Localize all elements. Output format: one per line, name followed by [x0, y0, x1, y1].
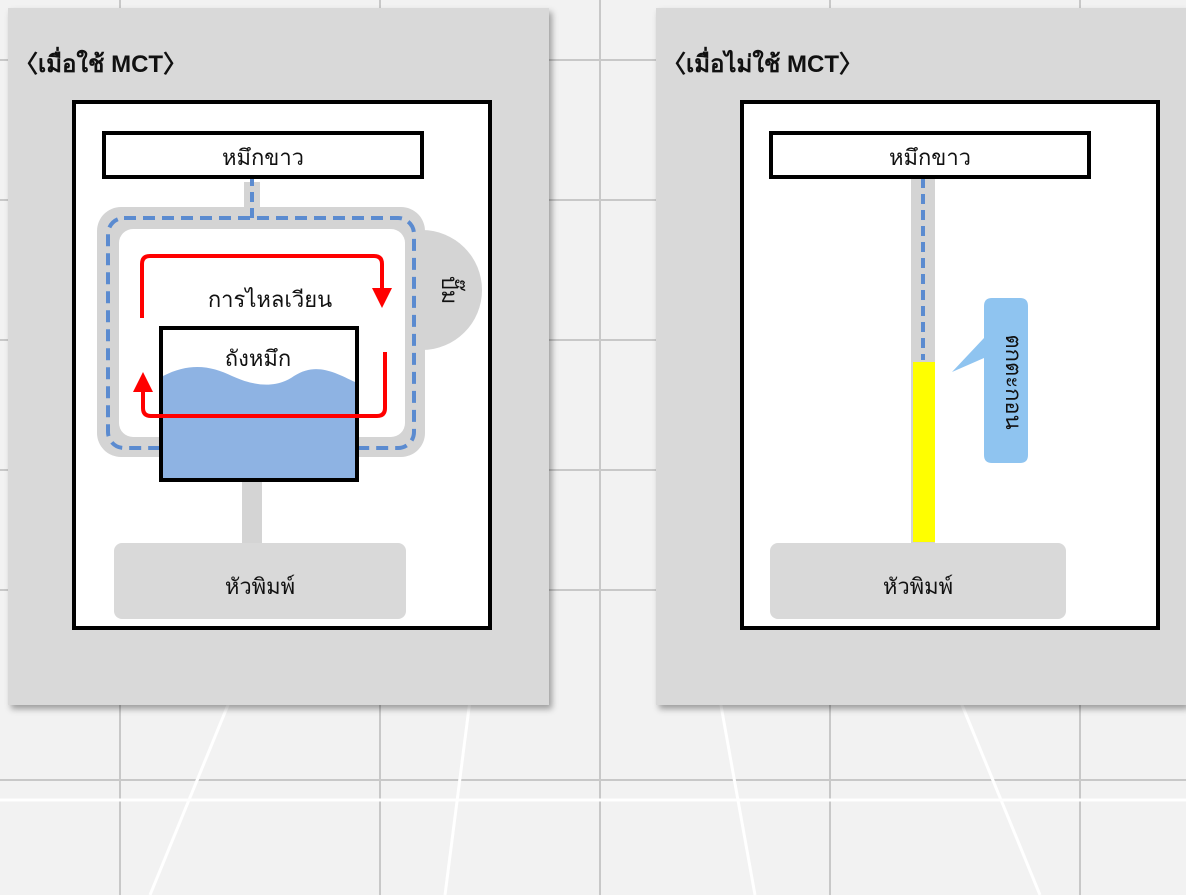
circulation-arrowhead-down — [372, 288, 392, 308]
circulation-arrowhead-up — [133, 372, 153, 392]
sediment-deposit — [913, 362, 935, 542]
diagram-frame — [740, 100, 1160, 630]
print-head — [770, 543, 1066, 619]
loop-dash-line — [106, 216, 416, 450]
panel-with-mct: 〈เมื่อใช้ MCT〉 หมึกขาว การไหลเวียน ถังหม… — [8, 8, 549, 705]
sediment-callout — [952, 298, 1028, 463]
white-ink-label: หมึกขาว — [222, 146, 304, 171]
pump-label: ปั๊ม — [436, 276, 466, 304]
print-head-label: หัวพิมพ์ — [225, 575, 295, 600]
circulation-label: การไหลเวียน — [208, 287, 332, 313]
pump-body — [422, 230, 482, 350]
diagram-with-mct: หมึกขาว การไหลเวียน ถังหมึก ปั๊ม หัวพิมพ… — [72, 100, 492, 630]
floor-perspective-lines — [0, 699, 1186, 895]
white-ink-box — [102, 131, 424, 179]
diagram-without-mct: ตกตะกอน หมึกขาว หัวพิมพ์ — [740, 100, 1160, 630]
ink-level — [163, 366, 355, 478]
ink-tank-label: ถังหมึก — [225, 347, 291, 372]
white-ink-label: หมึกขาว — [889, 146, 971, 171]
panel-title-with-mct: 〈เมื่อใช้ MCT〉 — [14, 51, 188, 78]
print-head-label: หัวพิมพ์ — [883, 575, 953, 600]
panel-title-without-mct: 〈เมื่อไม่ใช้ MCT〉 — [662, 51, 863, 78]
print-head — [114, 543, 406, 619]
white-ink-box — [769, 131, 1091, 179]
panel-without-mct: 〈เมื่อไม่ใช้ MCT〉 ตกตะกอน หมึกขาว หัวพิม… — [656, 8, 1186, 705]
circulation-arrows — [140, 254, 387, 418]
print-head-pipe — [242, 480, 262, 550]
sediment-label: ตกตะกอน — [1000, 334, 1025, 429]
